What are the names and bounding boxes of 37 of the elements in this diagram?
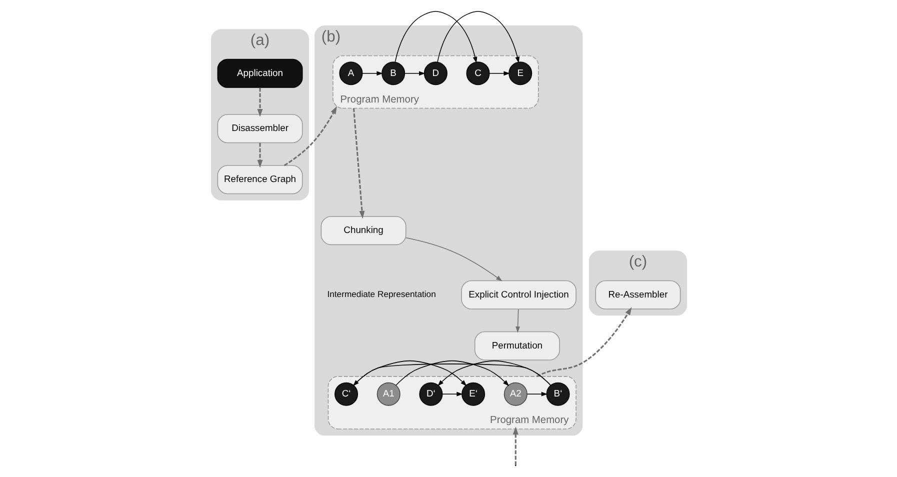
arrow (526, 392, 548, 396)
arrow (512, 426, 518, 465)
node-box: Chunking (320, 216, 406, 246)
arrow (394, 11, 477, 64)
arrow (352, 364, 550, 386)
arrow (536, 307, 632, 378)
node-box: Reference Graph (216, 165, 302, 194)
node-circle: E‘ (461, 382, 485, 406)
arrow (395, 360, 509, 386)
node-circle: B‘ (546, 382, 570, 406)
node-box: Application (216, 58, 302, 88)
node-box: Disassembler (216, 114, 302, 144)
node-circle: E (508, 62, 532, 86)
arrow (362, 71, 382, 76)
arrow (256, 88, 262, 117)
arrow (488, 71, 510, 76)
arrow (283, 106, 336, 166)
arrow (405, 237, 502, 282)
node-circle: A1 (376, 382, 400, 406)
node-box: Permutation (474, 331, 560, 360)
node-circle: B (381, 62, 405, 86)
node-circle: D (423, 62, 447, 86)
label: Intermediate Representation (326, 289, 436, 300)
node-circle: D‘ (418, 382, 442, 406)
arrow (442, 392, 462, 396)
node-circle: C‘ (334, 382, 358, 406)
arrow (515, 308, 520, 333)
arrow (256, 142, 262, 168)
arrow (404, 71, 425, 76)
node-box: Explicit Control Injection (460, 280, 576, 310)
arrow (436, 11, 520, 64)
arrow (352, 360, 466, 386)
node-circle: A (338, 62, 362, 86)
node-circle: C (466, 62, 490, 86)
node-circle: A2 (503, 382, 527, 406)
arrow (352, 108, 364, 219)
node-box: Re-Assembler (594, 280, 680, 310)
